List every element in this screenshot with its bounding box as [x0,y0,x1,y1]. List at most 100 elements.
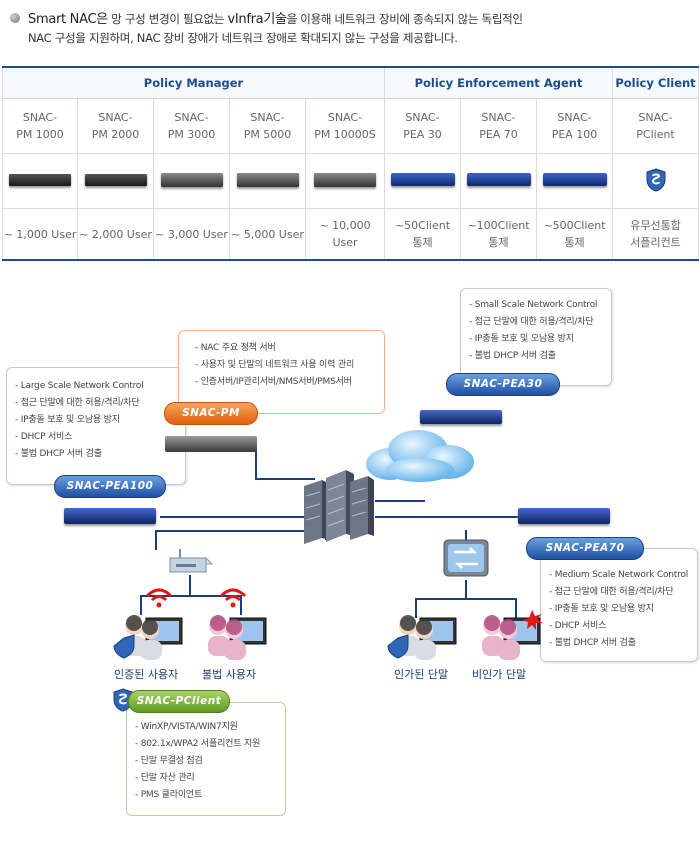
image-cell [535,153,614,209]
connector-line [515,598,517,618]
pea70-info-box: - Medium Scale Network Control - 접근 단말에 … [540,548,698,662]
pm-feature: - NAC 주요 정책 서버 [195,343,276,353]
model-name: PM 3000 [167,128,216,141]
model-prefix: SNAC- [22,111,58,124]
pclient-feature: - PMS 클라이언트 [135,790,203,800]
capacity-cell: ~ 10,000 User [305,208,385,261]
wifi-icon [219,588,247,608]
switch-icon [443,539,489,577]
capacity-cell: ~ 1,000 User [2,208,78,261]
pea70-feature: - Medium Scale Network Control [549,570,689,580]
pea30-badge: SNAC-PEA30 [446,373,560,396]
pea30-info-box: - Small Scale Network Control - 접근 단말에 대… [460,288,612,386]
capacity-value: ~100Client [467,219,530,232]
image-row [2,153,700,209]
connector-line [415,598,515,600]
capacity-value: ~50Client [394,219,451,232]
capacity-value: ~ 10,000 User [319,219,371,249]
pea30-feature: - 불법 DHCP 서버 검출 [469,351,556,361]
model-cell: SNAC-PClient [612,98,700,154]
capacity-value: ~ 2,000 User [79,227,152,241]
illegal-user-label: 불법 사용자 [202,668,257,681]
unapproved-terminal-icon [482,610,543,660]
pea70-badge: SNAC-PEA70 [526,537,644,560]
illegal-user-icon [208,615,267,660]
pclient-badge: SNAC-PClient [128,690,230,713]
pea70-feature: - DHCP 서비스 [549,621,607,631]
capacity-cell: ~50Client 통제 [384,208,461,261]
pclient-feature: - 802.1x/WPA2 서플리컨트 지원 [135,739,261,749]
model-name: PM 1000 [16,128,64,141]
intro-brand: Smart NAC은 [28,12,108,27]
capacity-row: ~ 1,000 User ~ 2,000 User ~ 3,000 User ~… [2,208,700,261]
pea100-info-box: - Large Scale Network Control - 접근 단말에 대… [6,367,186,485]
connector-line [155,530,157,550]
pm-feature: - 인증서버/IP관리서버/NMS서버/PMS서버 [195,377,352,387]
pea100-feature: - Large Scale Network Control [15,381,144,391]
model-cell: SNAC-PM 5000 [229,98,306,154]
pm-server-image [160,172,223,187]
capacity-unit: 서플리컨트 [630,236,681,249]
image-cell [460,153,537,209]
pea30-feature: - Small Scale Network Control [469,300,598,310]
approved-terminal-icon [387,615,457,660]
model-prefix: SNAC- [174,111,209,124]
pm-info-box: - NAC 주요 정책 서버 - 사용자 및 단말의 네트워크 사용 이력 관리… [178,330,385,414]
pclient-shield-icon [113,688,133,712]
connector-line [160,516,305,518]
capacity-cell: ~ 2,000 User [77,208,154,261]
model-cell: SNAC-PEA 100 [535,98,614,154]
server-cluster-icon [304,470,374,544]
model-cell: SNAC- PEA 30 [384,98,461,154]
pclient-info-box: - WinXP/VISTA/WIN7지원 - 802.1x/WPA2 서플리컨트… [126,702,286,816]
product-table: Policy Manager Policy Enforcement Agent … [2,66,700,261]
intro-line-2: NAC 구성을 지원하며, NAC 장비 장애가 네트워크 장애로 확대되지 않… [28,31,458,45]
capacity-value: ~ 3,000 User [155,227,228,241]
model-cell: SNAC-PM 2000 [77,98,154,154]
intro-text-end: 을 이용해 네트워크 장비에 종속되지 않는 독립적인 [286,12,523,26]
capacity-value: ~ 1,000 User [3,227,77,241]
model-name: PEA 70 [479,128,518,141]
pea-device-image [390,173,455,186]
image-cell [2,153,78,209]
model-prefix: SNAC- [557,111,592,124]
capacity-cell: ~ 5,000 User [229,208,306,261]
pm-server-image [236,172,299,187]
image-cell [384,153,461,209]
connector-line [375,500,425,502]
connector-line [415,598,417,618]
approved-terminal-label: 인가된 단말 [394,668,449,681]
pea-device-image [466,173,531,186]
pm-feature: - 사용자 및 단말의 네트워크 사용 이력 관리 [195,360,355,370]
capacity-unit: 통제 [412,236,433,249]
connector-line [465,530,467,540]
pea100-feature: - IP충돌 보호 및 오남용 방지 [15,415,120,425]
model-cell: SNAC- PM 1000 [2,98,78,154]
connector-line [255,440,257,480]
model-row: SNAC- PM 1000 SNAC-PM 2000 SNAC- PM 3000 S… [2,98,700,154]
model-prefix: SNAC- [481,111,516,124]
pm-server-device [165,436,257,452]
pea100-feature: - 불법 DHCP 서버 검출 [15,449,102,459]
connector-line [240,595,242,615]
model-prefix: SNAC- [405,111,440,124]
intro-tech: vInfra기술 [227,12,287,27]
pea70-device [518,508,610,524]
pclient-feature: - WinXP/VISTA/WIN7지원 [135,722,238,732]
connector-line [140,595,240,597]
capacity-unit: 통제 [488,236,509,249]
image-cell [229,153,306,209]
pea30-feature: - 접근 단말에 대한 허용/격리/차단 [469,317,594,327]
connector-line [189,575,191,595]
pclient-feature: - 단말 무결성 점검 [135,756,203,766]
pea-device-image [542,173,607,186]
unapproved-terminal-label: 비인가 단말 [472,668,527,681]
model-name: PClient [636,128,675,141]
pea30-device [420,410,502,424]
intro-text: 망 구성 변경이 필요없는 [107,12,228,26]
capacity-unit: 통제 [564,236,585,249]
model-name: PEA 30 [403,128,442,141]
capacity-cell: ~ 3,000 User [153,208,230,261]
image-cell [612,153,700,209]
